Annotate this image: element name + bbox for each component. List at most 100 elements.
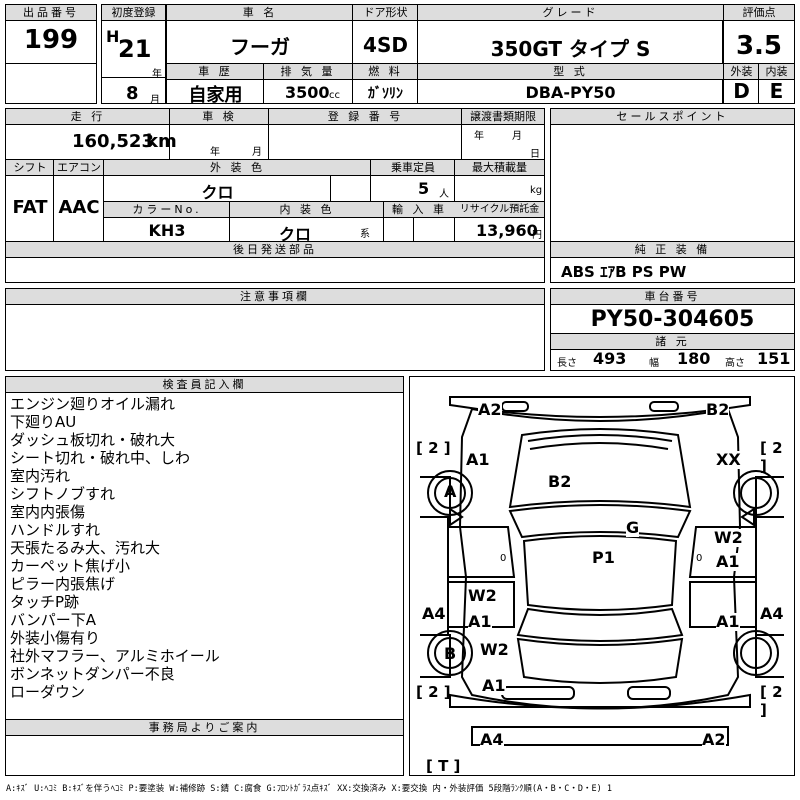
reg-year: 21 [118, 35, 152, 63]
remark-line: ダッシュ板切れ・破れ大 [10, 431, 176, 449]
bracket-bottom-right: [ 2 ] [760, 683, 783, 719]
damage-diagram: A2 B2 [ 2 ] [ 2 ] A1 XX A B2 G W2 A1 P1 … [409, 376, 795, 776]
damage-a1-front-fender-left: A1 [466, 450, 490, 469]
inspector-label: 検査員記入欄 [6, 377, 403, 393]
year-unit: 年 [152, 69, 162, 80]
chassis-number: PY50-304605 [590, 307, 755, 332]
grade-label: グレード [418, 5, 723, 21]
remark-line: タッチP跡 [10, 593, 80, 611]
equipment-list: ABS ｴｱB PS PW [561, 263, 687, 281]
era: H [106, 27, 120, 46]
interior-unit: 系 [360, 229, 370, 240]
damage-a2-front-left: A2 [478, 400, 502, 419]
damage-a1-right-door: A1 [716, 552, 740, 571]
bracket-top-left: [ 2 ] [416, 439, 451, 457]
damage-w2-right-door: W2 [714, 528, 743, 547]
remark-line: シート切れ・破れ中、しわ [10, 449, 191, 467]
chassis: 車台番号 PY50-304605 諸 元 長さ 493 幅 180 高さ 151 [550, 288, 795, 371]
remark-line: ボンネットダンパー不良 [10, 665, 175, 683]
displacement-label: 排 気 量 [264, 64, 352, 80]
lot-label: 出品番号 [6, 5, 96, 21]
handle-right: 0 [696, 553, 703, 564]
damage-b2-hood: B2 [548, 472, 572, 491]
int-label: 内装 [759, 64, 794, 80]
damage-xx-right: XX [716, 450, 741, 469]
remark-line: 室内内張傷 [10, 503, 86, 521]
remark-line: カーペット焦げ小 [10, 557, 131, 575]
ac: AAC [58, 197, 100, 218]
capacity-unit: 人 [439, 189, 449, 200]
maxload-label: 最大積載量 [455, 160, 544, 176]
lot-number: 199 [23, 25, 79, 55]
office-label: 事務局よりご案内 [6, 720, 403, 736]
mileage-label: 走 行 [6, 109, 170, 125]
equipment-label: 純 正 装 備 [551, 242, 794, 258]
capacity-label: 乗車定員 [371, 160, 455, 176]
interior-label: 内 装 色 [230, 202, 384, 218]
bracket-bottom: [ T ] [426, 757, 461, 775]
notes: 注意事項欄 [5, 288, 545, 371]
remark-line: 室内汚れ [10, 467, 71, 485]
header-first-reg: 初度登録 H 21 年 8 月 [101, 4, 166, 106]
damage-a2-rear-bumper: A2 [702, 730, 726, 749]
shift-label: シフト [6, 160, 54, 176]
car-name: フーガ [230, 35, 290, 59]
header-main: 車 名 ドア形状 グレード フーガ 4SD 350GT タイプ S 車 歴 排 … [166, 4, 723, 106]
damage-a4-right-side: A4 [760, 604, 784, 623]
damage-b2-front-right: B2 [706, 400, 730, 419]
height-label: 高さ [725, 358, 745, 369]
score-label: 評価点 [724, 5, 794, 21]
transfer-label: 譲渡書類期限 [462, 109, 544, 125]
mileage: 160,523 [72, 131, 154, 152]
office-notes: 事務局よりご案内 [5, 719, 404, 776]
first-reg-label: 初度登録 [102, 5, 165, 21]
model-label: 型 式 [418, 64, 723, 80]
ac-label: エアコン [54, 160, 104, 176]
length-label: 長さ [557, 358, 577, 369]
fuel: ｶﾞｿﾘﾝ [368, 86, 403, 102]
legend: A:ｷｽﾞ U:ﾍｺﾐ B:ｷｽﾞを伴うﾍｺﾐ P:要塗装 W:補修跡 S:錆 … [6, 784, 612, 794]
import-label: 輸 入 車 [384, 202, 455, 218]
damage-a1-left-door: A1 [468, 612, 492, 631]
reg-month: 8 [126, 83, 139, 104]
sales-label: セールスポイント [551, 109, 794, 125]
door-type: 4SD [363, 33, 408, 57]
grade: 350GT タイプ S [490, 37, 651, 61]
damage-a4-left-side: A4 [422, 604, 446, 623]
remark-line: ハンドルすれ [10, 521, 101, 539]
later-parts: 後日発送部品 [5, 241, 545, 283]
handle-left: 0 [500, 553, 507, 564]
header-score: 評価点 3.5 外装 内装 D E [723, 4, 795, 104]
month-unit: 月 [150, 95, 160, 106]
door-label: ドア形状 [353, 5, 418, 21]
exterior-color: クロ [201, 183, 234, 202]
insp-year-unit: 年 [210, 147, 220, 158]
damage-w2-rear-fender: W2 [480, 640, 509, 659]
bracket-top-right: [ 2 ] [760, 439, 783, 475]
damage-a4-rear-bumper: A4 [480, 730, 504, 749]
equipment: 純 正 装 備 ABS ｴｱB PS PW [550, 241, 795, 283]
inspection-label: 車 検 [170, 109, 269, 125]
width-label: 幅 [649, 358, 659, 369]
damage-a1-rear-left: A1 [482, 676, 506, 695]
bracket-bottom-left: [ 2 ] [416, 683, 451, 701]
history: 自家用 [188, 85, 243, 106]
damage-b-rear-wheel: B [444, 644, 457, 663]
mileage-unit: km [146, 131, 177, 152]
history-label: 車 歴 [167, 64, 264, 80]
displacement-unit: cc [329, 90, 340, 101]
maxload-unit: kg [530, 185, 543, 196]
transfer-day-unit: 日 [530, 149, 540, 160]
regno-label: 登 録 番 号 [269, 109, 462, 125]
recycle-label: リサイクル預託金 [455, 202, 544, 218]
fuel-label: 燃 料 [353, 64, 418, 80]
model: DBA-PY50 [525, 83, 616, 102]
damage-g-windshield: G [626, 518, 640, 537]
header-lot: 出品番号 199 [5, 4, 97, 104]
damage-a-front-wheel: A [444, 482, 457, 501]
damage-w2-left-door: W2 [468, 586, 497, 605]
damage-p1-roof: P1 [592, 548, 615, 567]
color-number: KH3 [148, 221, 186, 240]
